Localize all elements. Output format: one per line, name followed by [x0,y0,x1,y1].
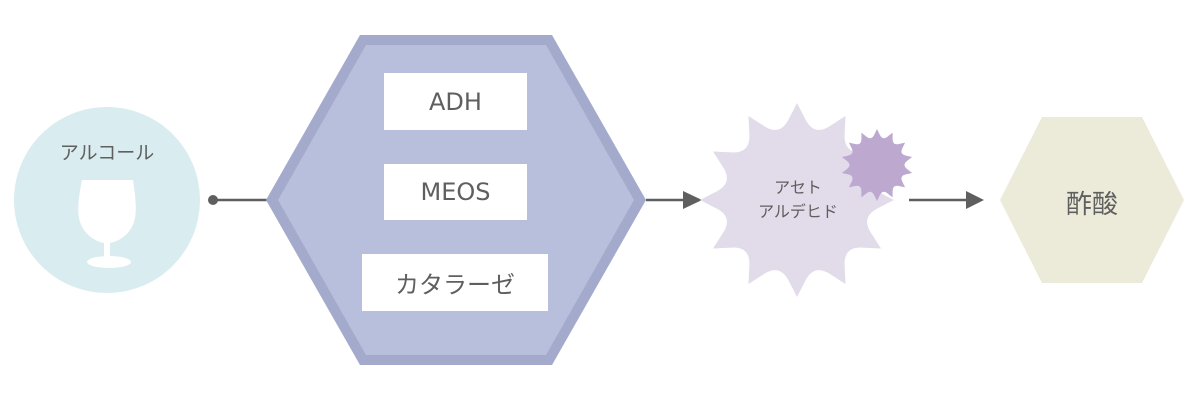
enzyme-meos: MEOS [384,164,527,220]
arrow-to-acetaldehyde [646,191,702,209]
acetic-acid-label: 酢酸 [1065,190,1118,220]
acetaldehyde-label-line2: アルデヒド [758,202,838,221]
acetaldehyde-node [700,103,894,297]
acetaldehyde-label-line1: アセト [774,178,822,197]
enzyme-adh: ADH [384,73,527,130]
enzyme-adh-label: ADH [429,87,482,116]
sparkle-icon [841,129,913,201]
arrowhead-icon [683,191,702,209]
arrow-to-acetic-acid [909,191,984,209]
wine-glass-icon [78,180,136,268]
enzyme-meos-label: MEOS [420,178,491,206]
arrowhead-icon [966,191,984,209]
acetic-acid-node [1000,117,1184,283]
enzyme-catalase: カタラーゼ [362,254,548,311]
acetaldehyde-label: アセト アルデヒド [728,176,868,224]
enzyme-catalase-label: カタラーゼ [395,271,515,299]
alcohol-label: アルコール [59,142,155,164]
